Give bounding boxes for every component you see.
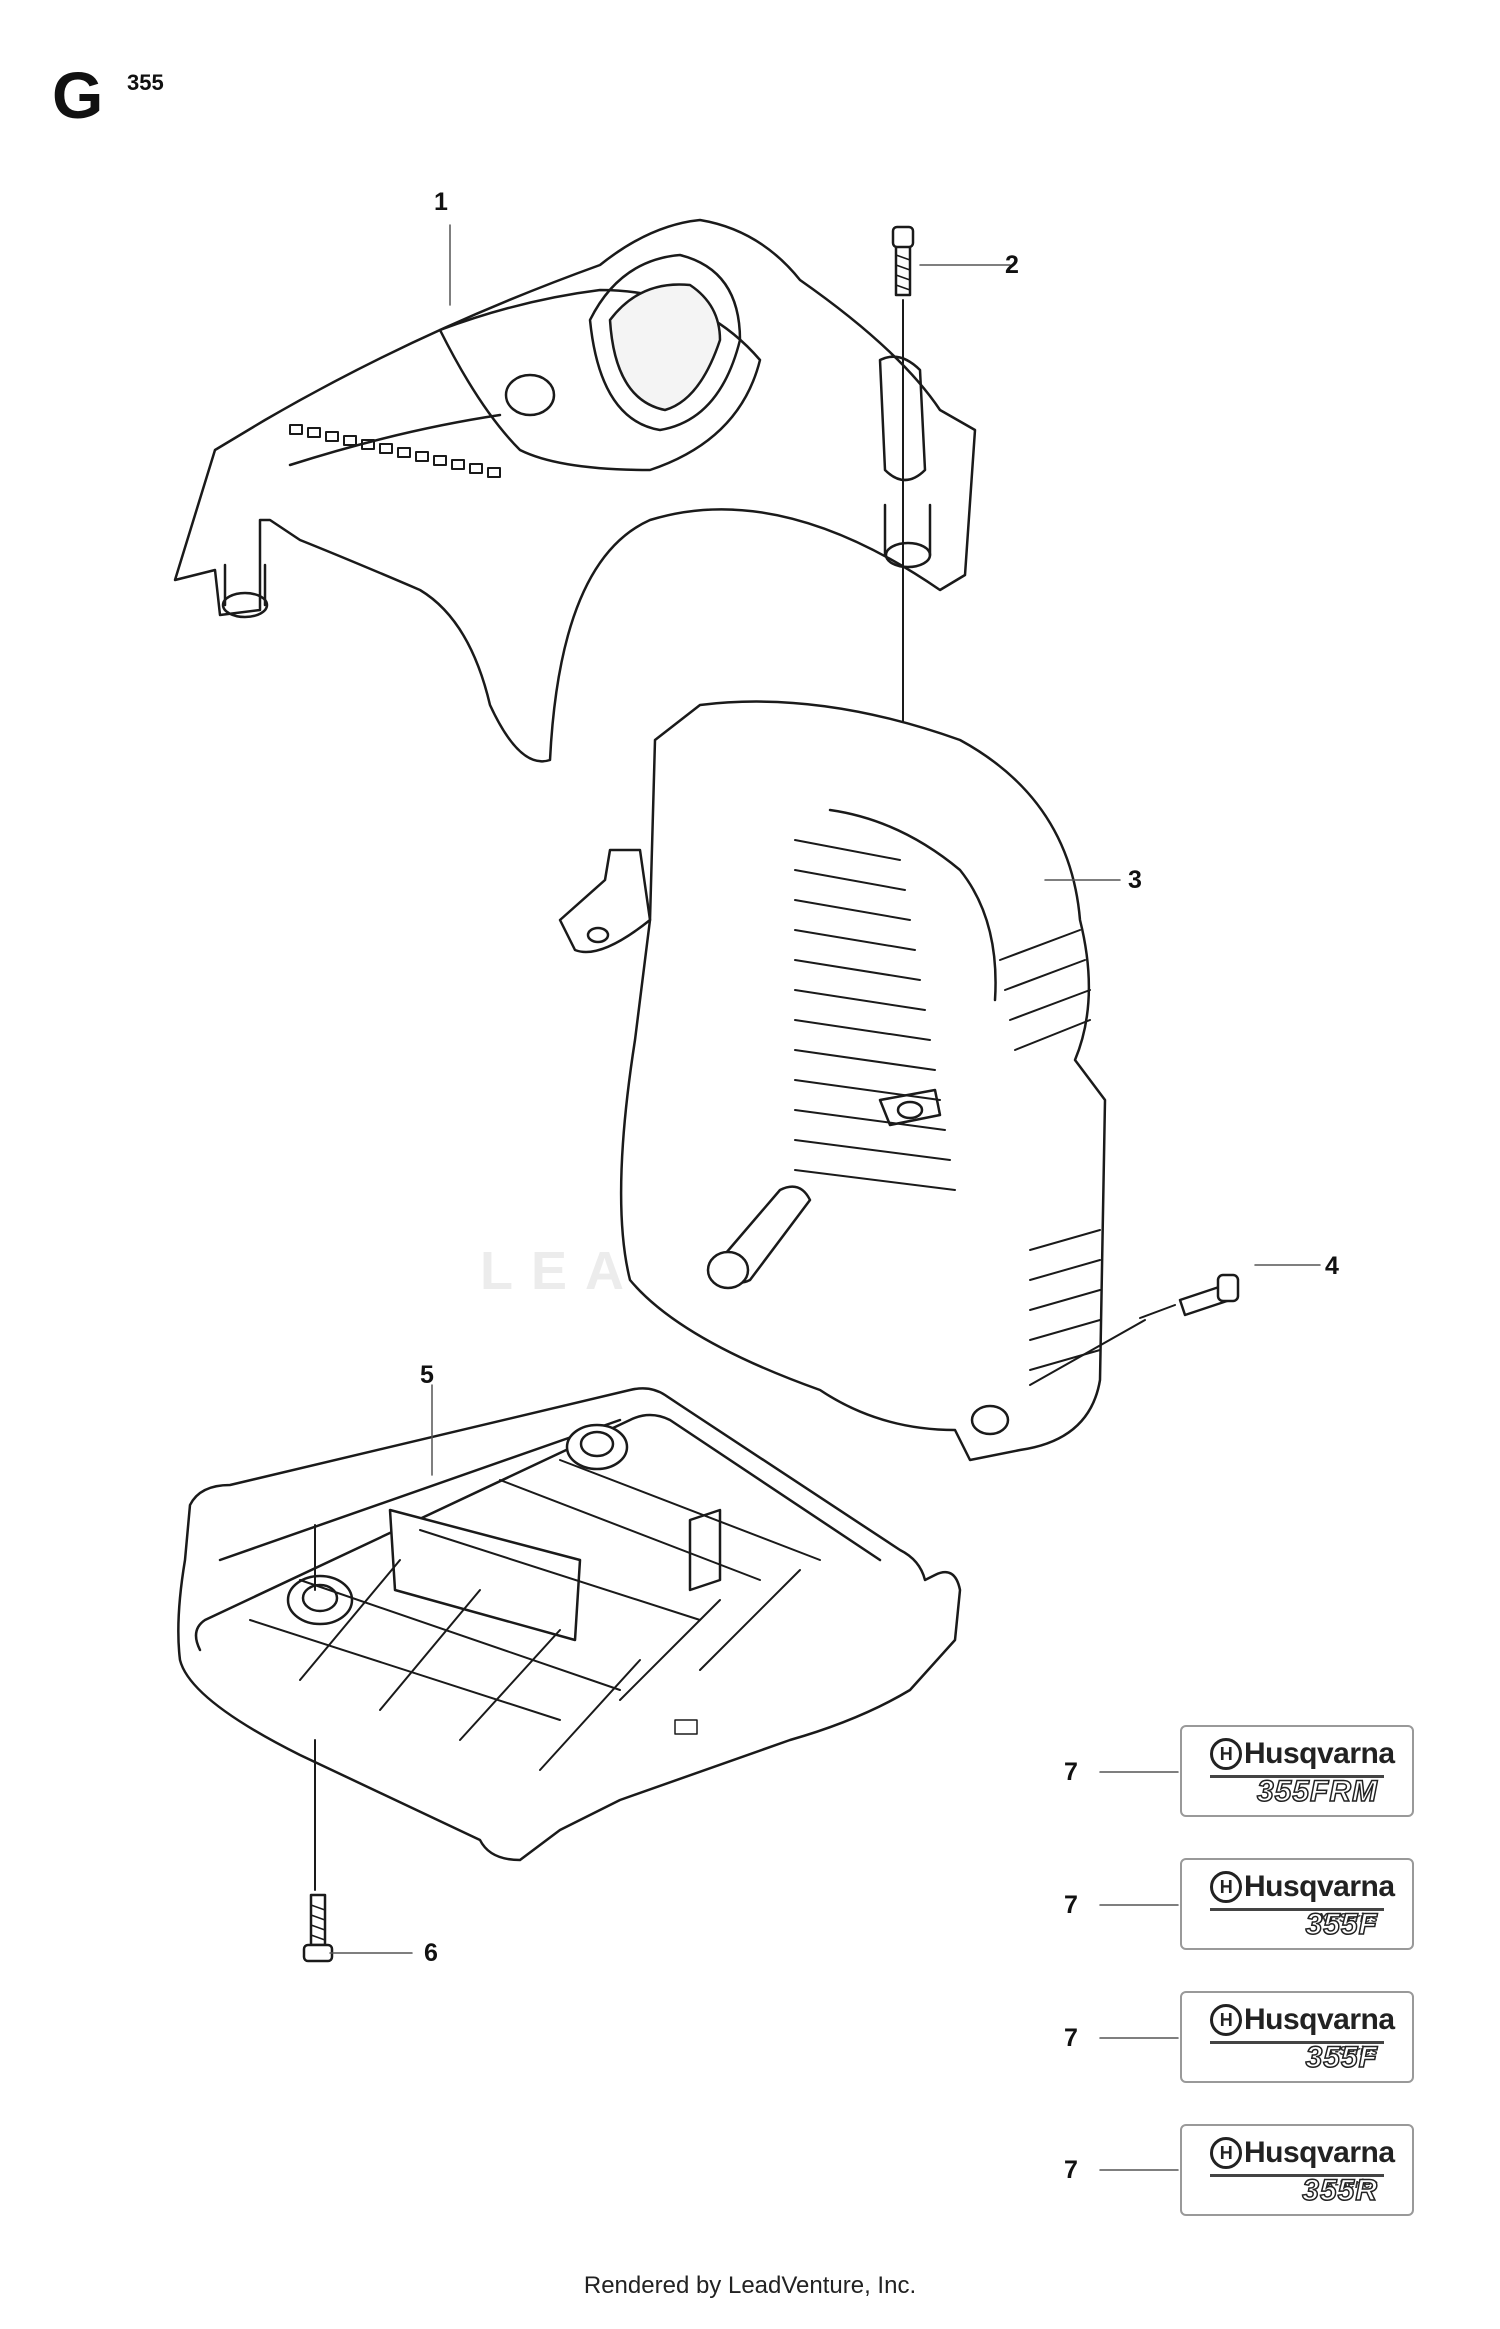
callout-7-c: 7 — [1064, 2024, 1078, 2052]
callout-2: 2 — [1005, 251, 1019, 279]
husqvarna-crown-icon: H — [1210, 1738, 1242, 1770]
decal-rule — [1210, 2174, 1384, 2177]
decal-model: 355F — [1305, 1907, 1378, 1942]
callout-7-d: 7 — [1064, 2156, 1078, 2184]
decal-rule — [1210, 1908, 1384, 1911]
decal-model: 355R — [1302, 2173, 1378, 2208]
husqvarna-crown-icon: H — [1210, 1871, 1242, 1903]
decal-rule — [1210, 2041, 1384, 2044]
decal-series: X-Series — [1325, 2176, 1378, 2191]
cylinder-cover-part[interactable] — [558, 700, 1107, 1462]
callout-3: 3 — [1128, 866, 1142, 894]
screw-part-4[interactable] — [1178, 1273, 1240, 1317]
decal-series: X-Series — [1325, 2043, 1378, 2058]
husqvarna-crown-icon: H — [1210, 2137, 1242, 2169]
husqvarna-crown-icon: H — [1210, 2004, 1242, 2036]
screw-part-2[interactable] — [891, 225, 915, 297]
callout-4: 4 — [1325, 1252, 1339, 1280]
section-letter: G — [52, 58, 104, 132]
decal-series: XT-Series — [1318, 1910, 1378, 1925]
leader-lines — [329, 224, 1321, 2171]
model-label: 355 — [127, 70, 164, 95]
decal-rule — [1210, 1775, 1384, 1778]
decal-model: 355F — [1305, 2040, 1378, 2075]
footer-credit: Rendered by LeadVenture, Inc. — [583, 2272, 917, 2299]
base-plate-part[interactable] — [177, 1387, 962, 1862]
callout-7-b: 7 — [1064, 1891, 1078, 1919]
callout-1: 1 — [434, 188, 448, 216]
callout-6: 6 — [424, 1939, 438, 1967]
callout-7-a: 7 — [1064, 1758, 1078, 1786]
screw-part-6[interactable] — [302, 1893, 334, 1963]
decal-model: 355FRM — [1256, 1774, 1378, 1809]
callout-5: 5 — [420, 1361, 434, 1389]
top-cover-part[interactable] — [173, 218, 977, 763]
